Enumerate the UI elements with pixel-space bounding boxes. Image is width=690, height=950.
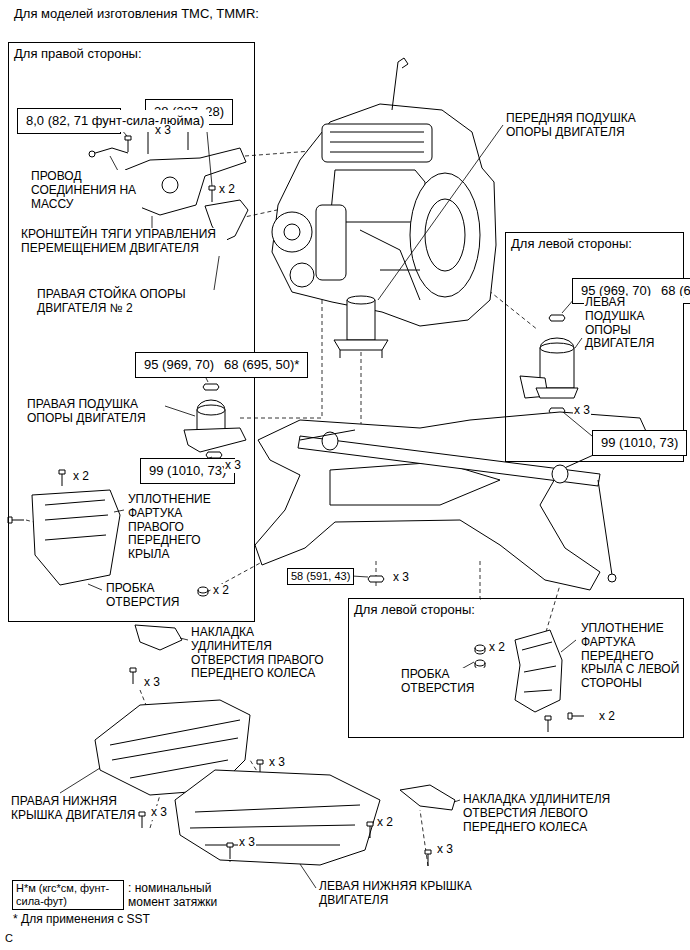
multiplier: x 3 bbox=[154, 124, 172, 138]
part-name: УПЛОТНЕНИЕ ФАРТУКА ПЕРЕДНЕГО КРЫЛА С ЛЕВ… bbox=[580, 622, 682, 691]
multiplier: x 3 bbox=[436, 843, 454, 857]
part-name: НАКЛАДКА УДЛИНИТЕЛЯ ОТВЕРСТИЯ ПРАВОГО ПЕ… bbox=[190, 626, 337, 681]
part-name: ЛЕВАЯ ПОДУШКА ОПОРЫ ДВИГАТЕЛЯ bbox=[584, 296, 683, 351]
part-name: НАКЛАДКА УДЛИНИТЕЛЯ ОТВЕРСТИЯ ЛЕВОГО ПЕР… bbox=[462, 793, 654, 834]
legend-sample-box: Н*м (кгс*см, фунт-сила-фут) bbox=[12, 880, 124, 910]
torque-box: 95 (969, 70)68 (695, 50)* bbox=[135, 352, 308, 378]
torque-value: 99 (1010, 73) bbox=[144, 460, 231, 482]
torque-box: 99 (1010, 73) bbox=[140, 458, 235, 484]
torque-box: 8,0 (82, 71 фунт-сила-дюйма) bbox=[17, 108, 121, 134]
legend-description: : номинальный момент затяжки bbox=[127, 882, 229, 910]
diagram-title: Для моделей изготовления TMC, TMMR: bbox=[14, 6, 259, 21]
group-heading: Для левой стороны: bbox=[349, 599, 480, 621]
legend-unit: Н*м (кгс*см, фунт-сила-фут) bbox=[16, 882, 120, 908]
group-heading: Для правой стороны: bbox=[9, 43, 147, 65]
part-name: ПЕРЕДНЯЯ ПОДУШКА ОПОРЫ ДВИГАТЕЛЯ bbox=[505, 112, 657, 140]
torque-value: 99 (1010, 73) bbox=[596, 432, 683, 454]
torque-value: 58 (591, 43) bbox=[291, 570, 350, 583]
torque-value: 68 (695, 50)* bbox=[219, 354, 304, 376]
part-name: ПРАВАЯ НИЖНЯЯ КРЫШКА ДВИГАТЕЛЯ bbox=[10, 795, 137, 823]
multiplier: x 2 bbox=[72, 470, 90, 484]
torque-box: 99 (1010, 73) bbox=[592, 430, 687, 456]
part-name: КРОНШТЕЙН ТЯГИ УПРАВЛЕНИЯ ПЕРЕМЕЩЕНИЕМ Д… bbox=[20, 228, 227, 256]
multiplier: x 3 bbox=[392, 571, 410, 585]
multiplier: x 3 bbox=[573, 404, 591, 418]
part-name: ПРОБКА ОТВЕРСТИЯ bbox=[105, 582, 197, 610]
multiplier: x 2 bbox=[488, 641, 506, 655]
multiplier: x 2 bbox=[218, 183, 236, 197]
part-name: ПРАВАЯ СТОЙКА ОПОРЫ ДВИГАТЕЛЯ № 2 bbox=[36, 288, 198, 316]
multiplier: x 3 bbox=[143, 676, 161, 690]
multiplier: x 2 bbox=[212, 584, 230, 598]
multiplier: x 3 bbox=[268, 756, 286, 770]
group-heading: Для левой стороны: bbox=[506, 233, 637, 255]
multiplier: x 2 bbox=[598, 710, 616, 724]
multiplier: x 3 bbox=[224, 459, 242, 473]
multiplier: x 2 bbox=[376, 816, 394, 830]
multiplier: x 3 bbox=[150, 806, 168, 820]
torque-value: 8,0 (82, 71 фунт-сила-дюйма) bbox=[21, 110, 209, 132]
part-name: УПЛОТНЕНИЕ ФАРТУКА ПРАВОГО ПЕРЕДНЕГО КРЫ… bbox=[127, 493, 229, 562]
part-name: ПРОБКА ОТВЕРСТИЯ bbox=[400, 668, 492, 696]
part-name: ПРОВОД СОЕДИНЕНИЯ НА МАССУ bbox=[30, 170, 142, 211]
multiplier: x 3 bbox=[238, 836, 256, 850]
part-name: ПРАВАЯ ПОДУШКА ОПОРЫ ДВИГАТЕЛЯ bbox=[26, 398, 163, 426]
footnote: * Для применения с SST bbox=[12, 913, 151, 927]
figure-code: C bbox=[4, 932, 14, 945]
part-name: ЛЕВАЯ НИЖНЯЯ КРЫШКА ДВИГАТЕЛЯ bbox=[318, 880, 520, 908]
torque-box: 58 (591, 43) bbox=[287, 568, 354, 585]
torque-value: 95 (969, 70) bbox=[139, 354, 219, 376]
